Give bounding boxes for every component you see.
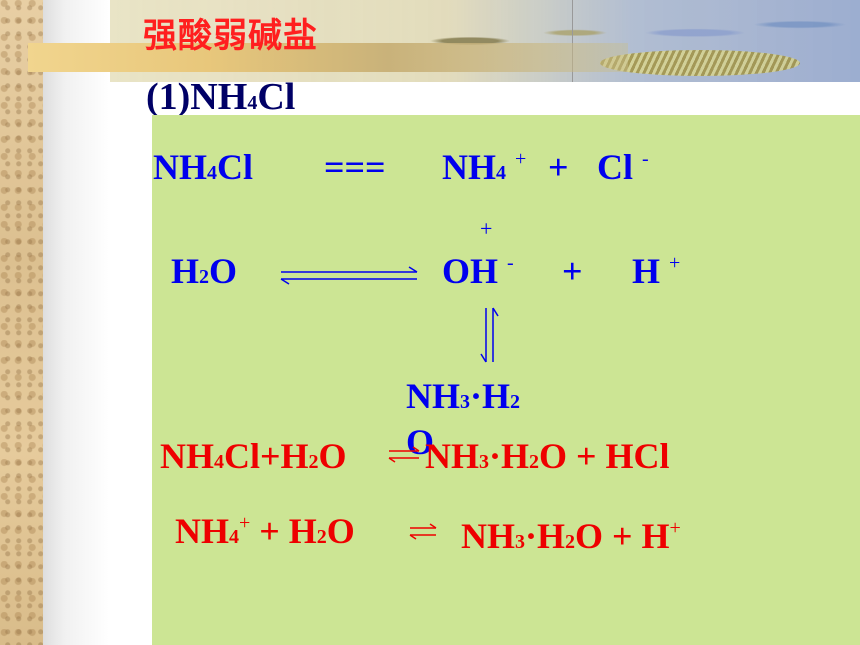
ammonium-ion: NH4 + [442,147,527,187]
ionic-products: NH3·H2O + H+ [461,516,681,556]
dissociation-equals: === [324,147,386,187]
hydrolysis-products: NH3·H2O + HCl [425,436,670,476]
content-panel [152,115,860,645]
left-shadow-strip [43,0,153,645]
slide-subtitle: (1)NH4Cl [146,76,296,118]
hydroxide-ion: OH - [442,251,514,291]
dissociation-reactant: NH4Cl [153,147,253,187]
hydrolysis-reactants: NH4Cl+H2O [160,436,347,476]
stray-plus-sign: + [480,216,493,241]
reversible-arrow-vertical [480,307,499,363]
water-molecule: H2O [171,251,238,291]
header-photo-frame [572,0,860,82]
ionic-reactants: NH4+ + H2O [175,511,355,551]
chloride-ion: Cl - [597,147,649,187]
wheat-grain-decoration [600,50,800,76]
title-band [28,43,628,72]
parchment-strip [0,0,43,645]
reversible-arrow-hydrolysis [388,446,420,463]
hydrogen-ion: H + [632,251,681,291]
reversible-arrow-water [280,266,418,285]
reversible-arrow-ionic [409,523,437,540]
dissociation-plus: + [548,147,569,187]
slide-title: 强酸弱碱盐 [143,16,318,56]
water-plus: + [562,251,583,291]
